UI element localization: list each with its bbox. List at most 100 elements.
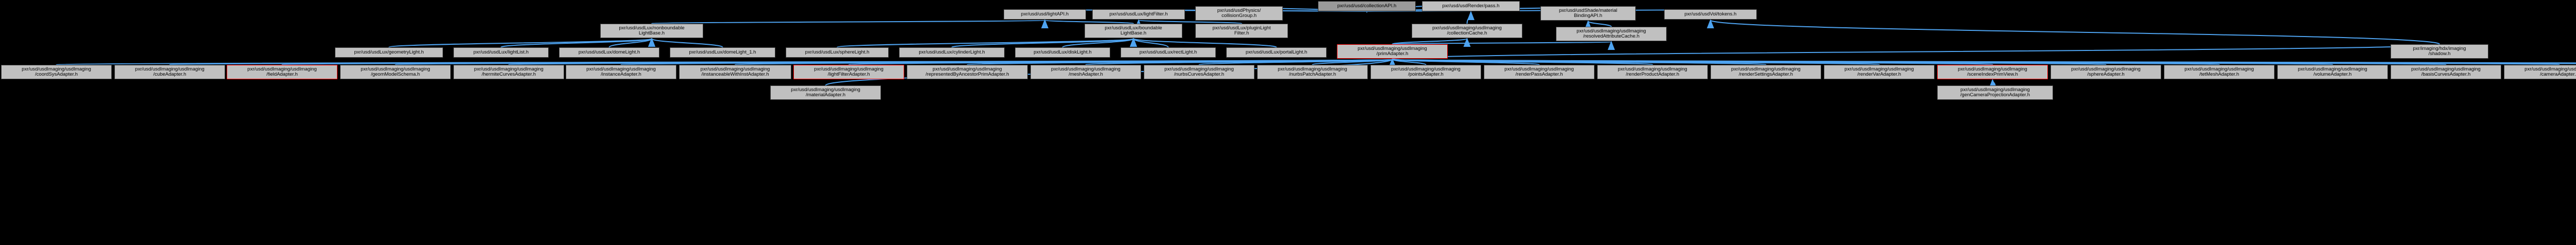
- graph-node[interactable]: pxr/imaging/hdx/imaging /shadow.h: [2391, 44, 2488, 59]
- graph-node[interactable]: pxr/usd/usdLux/domeLight.h: [559, 47, 659, 58]
- graph-node-label: pxr/usd/usdImaging/usdImaging /nurbsCurv…: [1164, 66, 1234, 77]
- graph-node-label: pxr/usd/usdImaging/usdImaging /pointsAda…: [1391, 66, 1461, 77]
- graph-node[interactable]: pxr/usd/usdImaging/usdImaging /renderSet…: [1710, 65, 1821, 79]
- graph-node[interactable]: pxr/usd/usdLux/lightFilter.h: [1092, 9, 1185, 20]
- graph-node-label: pxr/usd/usdImaging/usdImaging /volumeAda…: [2298, 66, 2367, 77]
- graph-edge: [1392, 38, 1471, 47]
- graph-edge: [608, 38, 655, 48]
- graph-node[interactable]: pxr/usd/usdLux/lightList.h: [453, 47, 549, 58]
- graph-node-label: pxr/usd/usdImaging/usdImaging /coordSysA…: [22, 66, 91, 77]
- graph-node[interactable]: pxr/usd/usdLux/rectLight.h: [1121, 47, 1216, 58]
- graph-edge: [1365, 3, 1711, 13]
- graph-node-label: pxr/usd/usdLux/domeLight.h: [578, 49, 640, 56]
- graph-edge: [1388, 58, 1427, 68]
- graph-node[interactable]: pxr/usd/usdImaging/usdImaging /resolvedA…: [1556, 27, 1667, 41]
- graph-node-label: pxr/usd/usdImaging/usdImaging /renderPas…: [1504, 66, 1574, 77]
- graph-edge: [388, 38, 655, 48]
- graph-edge: [1707, 19, 2440, 45]
- graph-node[interactable]: pxr/usd/usdRender/pass.h: [1422, 1, 1520, 11]
- graph-node-label: pxr/usd/usdImaging/usdImaging /sphereAda…: [2071, 66, 2141, 77]
- graph-node-label: pxr/usd/usdImaging/usdImaging /meshAdapt…: [1051, 66, 1121, 77]
- graph-edge: [951, 38, 1137, 48]
- graph-edge: [1392, 58, 2576, 68]
- graph-node-label: pxr/usd/usdVol/tokens.h: [1684, 11, 1737, 18]
- graph-node-label: pxr/usd/usdImaging/usdImaging /collectio…: [1432, 25, 1502, 36]
- graph-node-label: pxr/usd/usdImaging/usdImaging /instancea…: [700, 66, 770, 77]
- graph-node[interactable]: pxr/usd/usdLux/boundable LightBase.h: [1084, 24, 1182, 38]
- graph-node-label: pxr/usd/usdImaging/usdImaging /materialA…: [791, 87, 860, 98]
- graph-edge: [1989, 79, 1996, 89]
- graph-edge: [1389, 58, 1653, 68]
- graph-node[interactable]: pxr/usd/usdLux/diskLight.h: [1015, 47, 1110, 58]
- graph-node[interactable]: pxr/usd/usdImaging/usdImaging /coordSysA…: [1, 65, 112, 79]
- graph-edge: [1130, 38, 1169, 48]
- graph-node[interactable]: pxr/usd/usdImaging/usdImaging /hermiteCu…: [453, 65, 564, 79]
- graph-node[interactable]: pxr/usd/usdImaging/usdImaging /volumeAda…: [2277, 65, 2388, 79]
- graph-edge: [1135, 19, 1242, 29]
- graph-node-label: pxr/usd/usdImaging/usdImaging /sceneInde…: [1958, 66, 2027, 77]
- graph-node[interactable]: pxr/usd/usdImaging/usdImaging /renderPro…: [1597, 65, 1708, 79]
- graph-node-label: pxr/usd/usdImaging/usdImaging /cubeAdapt…: [135, 66, 205, 77]
- graph-node[interactable]: pxr/usd/usdImaging/usdImaging /nurbsCurv…: [1144, 65, 1255, 79]
- graph-node[interactable]: pxr/usd/usdLux/cylinderLight.h: [899, 47, 1005, 58]
- graph-edge: [651, 19, 1047, 29]
- graph-node[interactable]: pxr/usd/usd/lightAPI.h: [1004, 9, 1086, 20]
- graph-node-label: pxr/usd/usdLux/cylinderLight.h: [919, 49, 985, 56]
- graph-node[interactable]: pxr/usd/usdImaging/usdImaging /fieldAdap…: [227, 65, 337, 79]
- graph-node[interactable]: pxr/usd/usdImaging/usdImaging /renderVar…: [1824, 65, 1935, 79]
- graph-node-label: pxr/usd/usdImaging/usdImaging /instanceA…: [586, 66, 656, 77]
- graph-node-label: pxr/usd/usdShade/material BindingAPI.h: [1558, 8, 1617, 19]
- graph-node-label: pxr/usd/usd/lightAPI.h: [1021, 11, 1069, 18]
- graph-node[interactable]: pxr/usd/usdImaging/usdImaging /cameraAda…: [2504, 65, 2576, 79]
- graph-node[interactable]: pxr/usd/usdImaging/usdImaging /pointsAda…: [1370, 65, 1481, 79]
- graph-edge: [1466, 11, 1475, 24]
- graph-node-label: pxr/usd/usdLux/lightFilter.h: [1109, 11, 1168, 18]
- graph-node[interactable]: pxr/usd/usdImaging/usdImaging /nurbsPatc…: [1257, 65, 1368, 79]
- graph-edge: [1390, 58, 1880, 68]
- graph-node[interactable]: pxr/usd/usdShade/material BindingAPI.h: [1540, 6, 1636, 21]
- graph-node[interactable]: pxr/usd/usdImaging/usdImaging /instancea…: [679, 65, 791, 79]
- graph-node[interactable]: pxr/usd/usdImaging/usdImaging /sceneInde…: [1937, 65, 2048, 79]
- graph-node[interactable]: pxr/usd/usd/collectionAPI.h: [1318, 1, 1416, 11]
- graph-node[interactable]: pxr/usd/usdImaging/usdImaging /tetMeshAd…: [2164, 65, 2275, 79]
- graph-node[interactable]: pxr/usd/usdVol/tokens.h: [1664, 9, 1757, 20]
- graph-node[interactable]: pxr/usd/usdLux/sphereLight.h: [786, 47, 889, 58]
- graph-edge: [500, 38, 655, 48]
- graph-edge: [1392, 58, 2447, 68]
- graph-node[interactable]: pxr/usd/usdImaging/usdImaging /cubeAdapt…: [114, 65, 225, 79]
- graph-node-label: pxr/usd/usdImaging/usdImaging /resolvedA…: [1577, 28, 1646, 39]
- graph-node[interactable]: pxr/usd/usdImaging/usdImaging /basisCurv…: [2391, 65, 2501, 79]
- graph-edge: [1130, 38, 1277, 48]
- graph-node[interactable]: pxr/usd/usdImaging/usdImaging /primAdapt…: [1337, 44, 1448, 59]
- graph-node[interactable]: pxr/usd/usdPhysics/ collisionGroup.h: [1195, 6, 1283, 21]
- graph-node-label: pxr/usd/usdRender/pass.h: [1442, 3, 1500, 9]
- graph-edge: [1312, 58, 1396, 68]
- graph-node[interactable]: pxr/usd/usdLux/pluginLight Filter.h: [1195, 24, 1288, 38]
- graph-node[interactable]: pxr/usd/usdLux/portalLight.h: [1226, 47, 1327, 58]
- graph-edge: [620, 58, 1394, 68]
- graph-edge: [1389, 58, 1767, 68]
- graph-node[interactable]: pxr/usd/usdImaging/usdImaging /instanceA…: [566, 65, 676, 79]
- graph-node[interactable]: pxr/usd/usdImaging/usdImaging /represent…: [907, 65, 1028, 79]
- graph-node-label: pxr/usd/usdImaging/usdImaging /primAdapt…: [1358, 46, 1427, 57]
- graph-node[interactable]: pxr/usd/usdImaging/usdImaging /materialA…: [770, 85, 881, 100]
- graph-node[interactable]: pxr/usd/usdImaging/usdImaging /sphereAda…: [2050, 65, 2161, 79]
- graph-node[interactable]: pxr/usd/usdImaging/usdImaging /genCamera…: [1937, 85, 2053, 100]
- graph-node[interactable]: pxr/usd/usdImaging/usdImaging /geomModel…: [340, 65, 451, 79]
- graph-edge: [1041, 19, 1134, 29]
- graph-node[interactable]: pxr/usd/usdLux/geometryLight.h: [335, 47, 443, 58]
- graph-node-label: pxr/usd/usdImaging/usdImaging /fieldAdap…: [247, 66, 317, 77]
- graph-node[interactable]: pxr/usd/usdLux/nonboundable LightBase.h: [600, 24, 703, 38]
- graph-node-label: pxr/imaging/hdx/imaging /shadow.h: [2413, 46, 2466, 57]
- graph-node[interactable]: pxr/usd/usdImaging/usdImaging /renderPas…: [1484, 65, 1595, 79]
- graph-node-label: pxr/usd/usdLux/rectLight.h: [1139, 49, 1197, 56]
- graph-node[interactable]: pxr/usd/usdImaging/usdImaging /meshAdapt…: [1030, 65, 1141, 79]
- graph-node-label: pxr/usd/usdImaging/usdImaging /tetMeshAd…: [2184, 66, 2254, 77]
- graph-node-label: pxr/usd/usdImaging/usdImaging /cameraAda…: [2524, 66, 2576, 77]
- graph-node[interactable]: pxr/usd/usdImaging/usdImaging /lightFilt…: [793, 65, 904, 79]
- graph-node-label: pxr/usd/usdLux/geometryLight.h: [354, 49, 424, 56]
- graph-node[interactable]: pxr/usd/usdLux/domeLight_1.h: [670, 47, 775, 58]
- graph-node[interactable]: pxr/usd/usdImaging/usdImaging /collectio…: [1412, 24, 1522, 38]
- graph-edge: [1392, 58, 2576, 68]
